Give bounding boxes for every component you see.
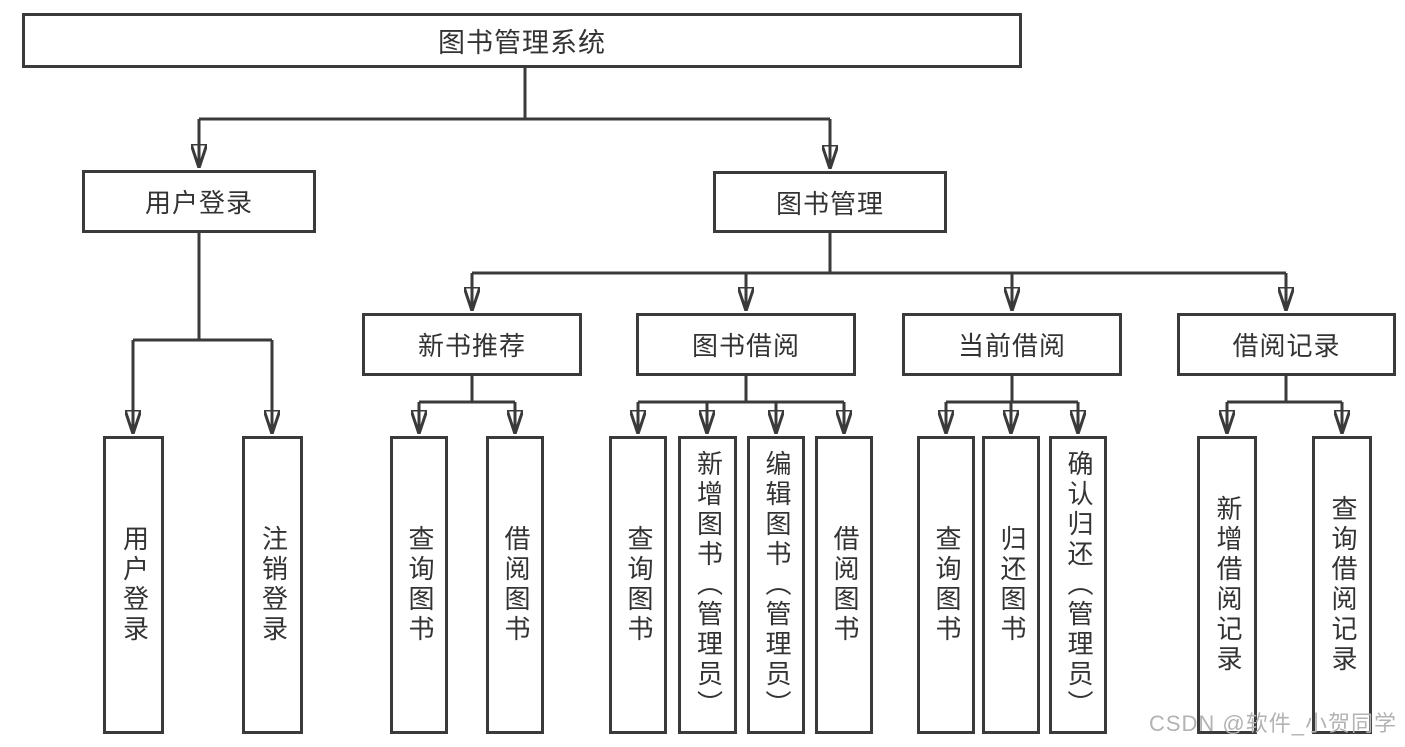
node-br-add-record: 新增借阅记录 bbox=[1197, 436, 1257, 734]
node-label: 用户登录 bbox=[119, 525, 150, 645]
node-logout-leaf: 注销登录 bbox=[242, 436, 303, 734]
node-label: 借阅图书 bbox=[500, 525, 531, 645]
node-bb-edit-books-admin: 编辑图书（管理员） bbox=[747, 436, 805, 734]
node-label: 归还图书 bbox=[996, 525, 1027, 645]
node-label: 新增借阅记录 bbox=[1212, 495, 1243, 675]
node-cb-query-books: 查询图书 bbox=[917, 436, 975, 734]
node-library-management-system: 图书管理系统 bbox=[22, 13, 1022, 68]
node-user-login: 用户登录 bbox=[82, 170, 316, 233]
node-label: 用户登录 bbox=[144, 188, 253, 218]
node-user-login-leaf: 用户登录 bbox=[103, 436, 164, 734]
edge-user-login-split bbox=[133, 233, 272, 342]
edge-root-stem bbox=[199, 68, 830, 121]
edge-book-borrowing-split bbox=[638, 376, 844, 404]
node-label: 图书借阅 bbox=[691, 331, 800, 361]
node-label: 查询图书 bbox=[931, 525, 962, 645]
node-nb-borrow-books: 借阅图书 bbox=[486, 436, 544, 734]
node-label: 图书管理系统 bbox=[438, 28, 606, 58]
csdn-watermark: CSDN @软件_小贺同学 bbox=[1148, 711, 1397, 736]
node-current-borrowing: 当前借阅 bbox=[902, 313, 1122, 376]
node-label: 借阅图书 bbox=[829, 525, 860, 645]
node-cb-return-books: 归还图书 bbox=[982, 436, 1040, 734]
edge-book-management-split bbox=[472, 233, 1286, 275]
node-bb-add-books-admin: 新增图书（管理员） bbox=[678, 436, 737, 734]
edge-current-borrowing-split bbox=[946, 376, 1078, 404]
edge-new-book-rec-split bbox=[419, 376, 515, 404]
node-label: 查询借阅记录 bbox=[1327, 495, 1358, 675]
node-new-book-recommendation: 新书推荐 bbox=[362, 313, 582, 376]
node-bb-query-books: 查询图书 bbox=[609, 436, 667, 734]
node-label: 借阅记录 bbox=[1232, 331, 1341, 361]
node-label: 新书推荐 bbox=[417, 331, 526, 361]
node-label: 确认归还（管理员） bbox=[1063, 450, 1094, 720]
node-label: 注销登录 bbox=[258, 525, 289, 645]
node-cb-confirm-return-admin: 确认归还（管理员） bbox=[1049, 436, 1107, 734]
node-bb-borrow-books: 借阅图书 bbox=[815, 436, 873, 734]
node-book-borrowing: 图书借阅 bbox=[636, 313, 856, 376]
node-label: 图书管理 bbox=[775, 188, 884, 219]
node-label: 查询图书 bbox=[623, 525, 654, 645]
node-br-query-record: 查询借阅记录 bbox=[1312, 436, 1372, 734]
edge-borrowing-records-split bbox=[1227, 376, 1342, 404]
node-label: 当前借阅 bbox=[957, 331, 1066, 361]
node-label: 新增图书（管理员） bbox=[693, 450, 724, 720]
node-book-management: 图书管理 bbox=[713, 171, 947, 233]
node-nb-query-books: 查询图书 bbox=[390, 436, 448, 734]
node-borrowing-records: 借阅记录 bbox=[1177, 313, 1396, 376]
node-label: 查询图书 bbox=[404, 525, 435, 645]
node-label: 编辑图书（管理员） bbox=[761, 450, 792, 720]
